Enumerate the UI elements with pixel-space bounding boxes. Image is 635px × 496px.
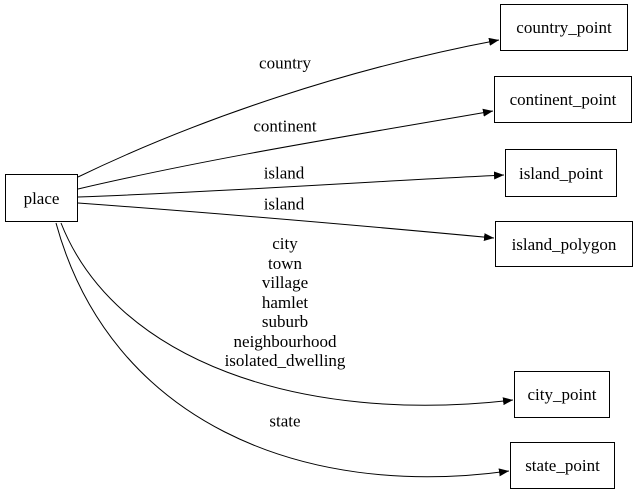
edge-label-line: neighbourhood — [233, 331, 337, 351]
edge-place-island-point — [77, 171, 505, 198]
node-place: place — [5, 174, 78, 222]
edge-place-city-point — [60, 222, 514, 406]
node-label: city_point — [527, 385, 597, 404]
edge-label-line: town — [268, 253, 302, 273]
edge-label-city-list: city town village hamlet suburb neighbou… — [225, 234, 346, 371]
edge-place-island-polygon — [77, 202, 495, 242]
node-label: state_point — [525, 456, 600, 475]
node-island-point: island_point — [505, 149, 617, 197]
node-country-point: country_point — [500, 4, 628, 51]
edge-label-line: city — [272, 233, 298, 253]
node-label: island_polygon — [511, 234, 617, 254]
edge-label-line: hamlet — [261, 292, 309, 312]
node-label: island_point — [518, 163, 604, 183]
edge-place-country-point — [77, 37, 500, 178]
edge-label-country: country — [259, 53, 311, 73]
node-state-point: state_point — [510, 442, 615, 489]
edge-label-line: isolated_dwelling — [224, 350, 346, 370]
edge-label-line: suburb — [261, 311, 309, 331]
node-label: place — [23, 188, 60, 208]
node-city-point: city_point — [514, 371, 610, 418]
edge-label-line: village — [261, 272, 309, 292]
node-continent-point: continent_point — [494, 76, 632, 123]
node-island-polygon: island_polygon — [495, 221, 633, 267]
edge-label-island-polygon: island — [263, 194, 305, 214]
node-label: continent_point — [509, 90, 617, 109]
edge-label-state: state — [269, 411, 301, 431]
edge-place-state-point — [55, 222, 510, 478]
node-label: country_point — [516, 18, 612, 37]
edge-label-island-point: island — [263, 163, 305, 183]
edge-label-continent: continent — [253, 116, 317, 136]
edge-place-continent-point — [77, 108, 494, 190]
